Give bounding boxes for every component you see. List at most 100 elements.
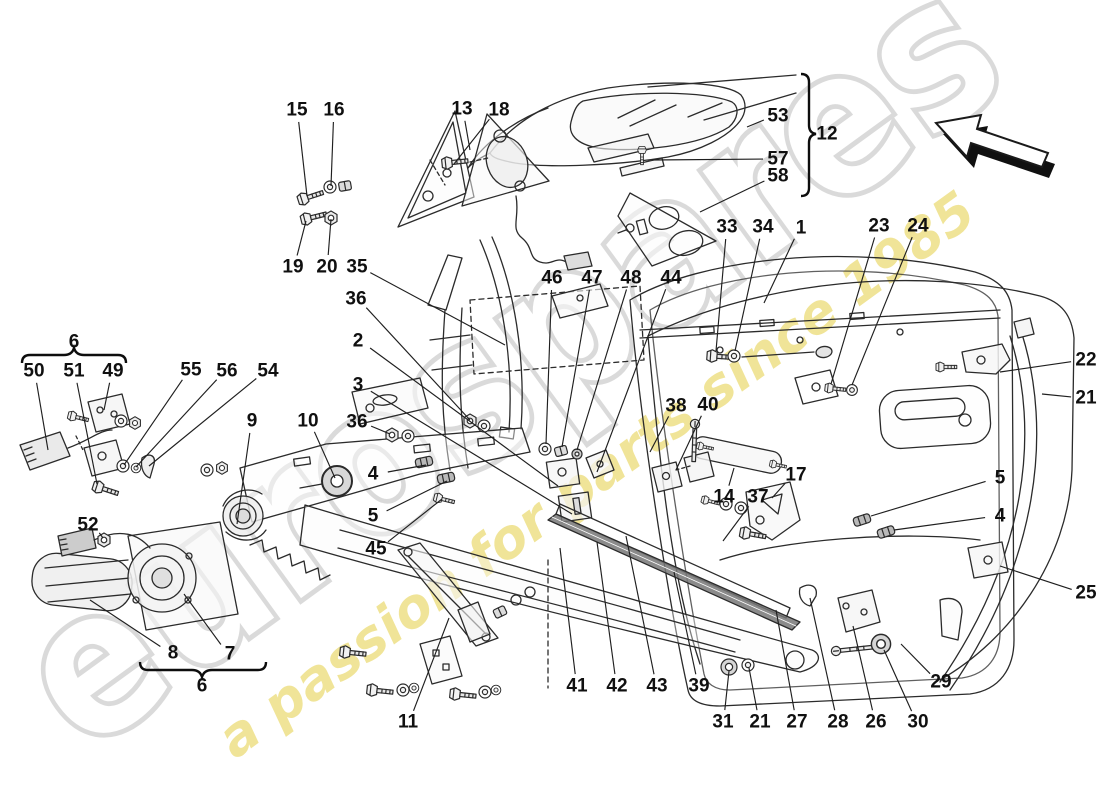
washer-icon: [734, 501, 748, 515]
tweeter-speaker-plate: [617, 192, 717, 267]
leader-line-21: [1041, 393, 1072, 398]
leader-line-14: [728, 467, 735, 486]
leader-line-16: [330, 121, 334, 187]
leader-line-15: [298, 121, 308, 197]
part-label-25-61: 25: [1075, 583, 1097, 604]
washer-icon: [200, 463, 214, 477]
washer-icon: [323, 180, 337, 194]
part-label-15-0: 15: [286, 100, 308, 121]
screw-icon: [823, 382, 847, 396]
leader-line-2: [369, 347, 559, 487]
mirror-gasket-triangle: [397, 110, 475, 228]
part-label-16-1: 16: [323, 100, 344, 121]
part-label-50-11: 50: [23, 361, 44, 382]
part-label-10-19: 10: [297, 411, 318, 432]
leader-line-44: [596, 288, 667, 473]
washer-icon: [477, 419, 491, 433]
leader-line-29: [900, 643, 931, 675]
leader-line-40: [675, 415, 702, 471]
screw-icon: [935, 361, 958, 373]
screw-icon: [365, 682, 395, 700]
part-label-8-24: 8: [168, 643, 179, 664]
cap-nut-icon: [571, 448, 583, 460]
brace-group-12: [800, 72, 817, 198]
leader-line-11: [412, 617, 450, 712]
leader-line-5: [386, 480, 448, 512]
screw-icon: [298, 207, 329, 227]
mirror-glass: [569, 92, 738, 151]
part-label-47-40: 47: [581, 268, 602, 289]
part-label-44-42: 44: [660, 268, 682, 289]
leader-line-53: [746, 119, 765, 128]
part-label-55-14: 55: [180, 360, 202, 381]
direction-arrow: [934, 113, 1055, 178]
part-label-30-37: 30: [907, 712, 928, 733]
bolt-icon: [830, 641, 875, 657]
arrow-body: [934, 113, 1050, 169]
nut-icon: [129, 416, 141, 430]
regulator-support-bracket: [239, 427, 531, 523]
oval-grommet: [815, 345, 833, 359]
part-label-36-20: 36: [346, 412, 367, 433]
part-label-46-39: 46: [541, 268, 562, 289]
leader-line-8: [89, 599, 161, 647]
leader-line-1: [763, 238, 795, 304]
buffer-grommet-10: [299, 465, 353, 497]
leader-line-36: [365, 307, 471, 421]
guide-rail-11: [397, 542, 536, 685]
leader-line-41: [559, 547, 576, 675]
part-label-2-8: 2: [353, 331, 364, 352]
leader-line-34: [734, 238, 761, 352]
leader-line-18: [453, 118, 490, 165]
channel-clip-22: [961, 343, 1011, 375]
part-label-23-46: 23: [868, 216, 889, 237]
bushing-icon: [492, 604, 508, 620]
part-label-11-27: 11: [398, 712, 419, 733]
leader-line-36: [370, 425, 391, 435]
leader-line-33: [715, 238, 727, 352]
leader-line-22: [999, 361, 1072, 373]
window-run-channel-35: [479, 236, 523, 440]
part-label-58-50: 58: [767, 166, 788, 187]
latch-bracket-17: [745, 481, 801, 541]
leader-line-5: [870, 480, 986, 517]
door-frame-structure: [351, 254, 645, 479]
part-label-12-51: 12: [816, 124, 837, 145]
washer-icon: [490, 684, 502, 696]
leader-line-9: [236, 432, 251, 525]
leader-line-42: [596, 541, 616, 675]
leader-line-24: [851, 236, 913, 386]
leader-line-47: [561, 289, 590, 448]
washer-icon: [538, 442, 552, 456]
washer-icon: [741, 658, 755, 672]
part-label-26-36: 26: [865, 712, 886, 733]
leader-line-55: [123, 379, 183, 466]
leader-line-7: [183, 593, 222, 645]
part-label-31-32: 31: [712, 712, 734, 733]
leader-line-3: [370, 390, 573, 515]
leader-line-54: [148, 378, 257, 467]
leader-line-25: [999, 565, 1072, 590]
leader-line-48: [576, 289, 628, 451]
part-label-38-52: 38: [665, 396, 686, 417]
mirror-wire-harness: [515, 195, 593, 271]
leader-line-46: [545, 289, 553, 445]
part-label-45-23: 45: [365, 539, 387, 560]
bushing-icon: [337, 179, 353, 193]
leader-line-45: [387, 498, 443, 543]
leader-line-23: [830, 237, 876, 385]
bolt-axis-line: [741, 351, 815, 358]
part-label-21-33: 21: [749, 712, 771, 733]
part-label-24-47: 24: [907, 216, 929, 237]
part-label-57-49: 57: [767, 149, 788, 170]
part-label-6-10: 6: [69, 332, 80, 353]
grommet-icon: [870, 633, 892, 655]
window-lift-arm: [299, 504, 820, 673]
door-run-channel: [939, 317, 1038, 691]
part-label-40-53: 40: [697, 395, 718, 416]
mirror-base-plate: [461, 113, 550, 207]
leader-line-4: [893, 517, 986, 531]
